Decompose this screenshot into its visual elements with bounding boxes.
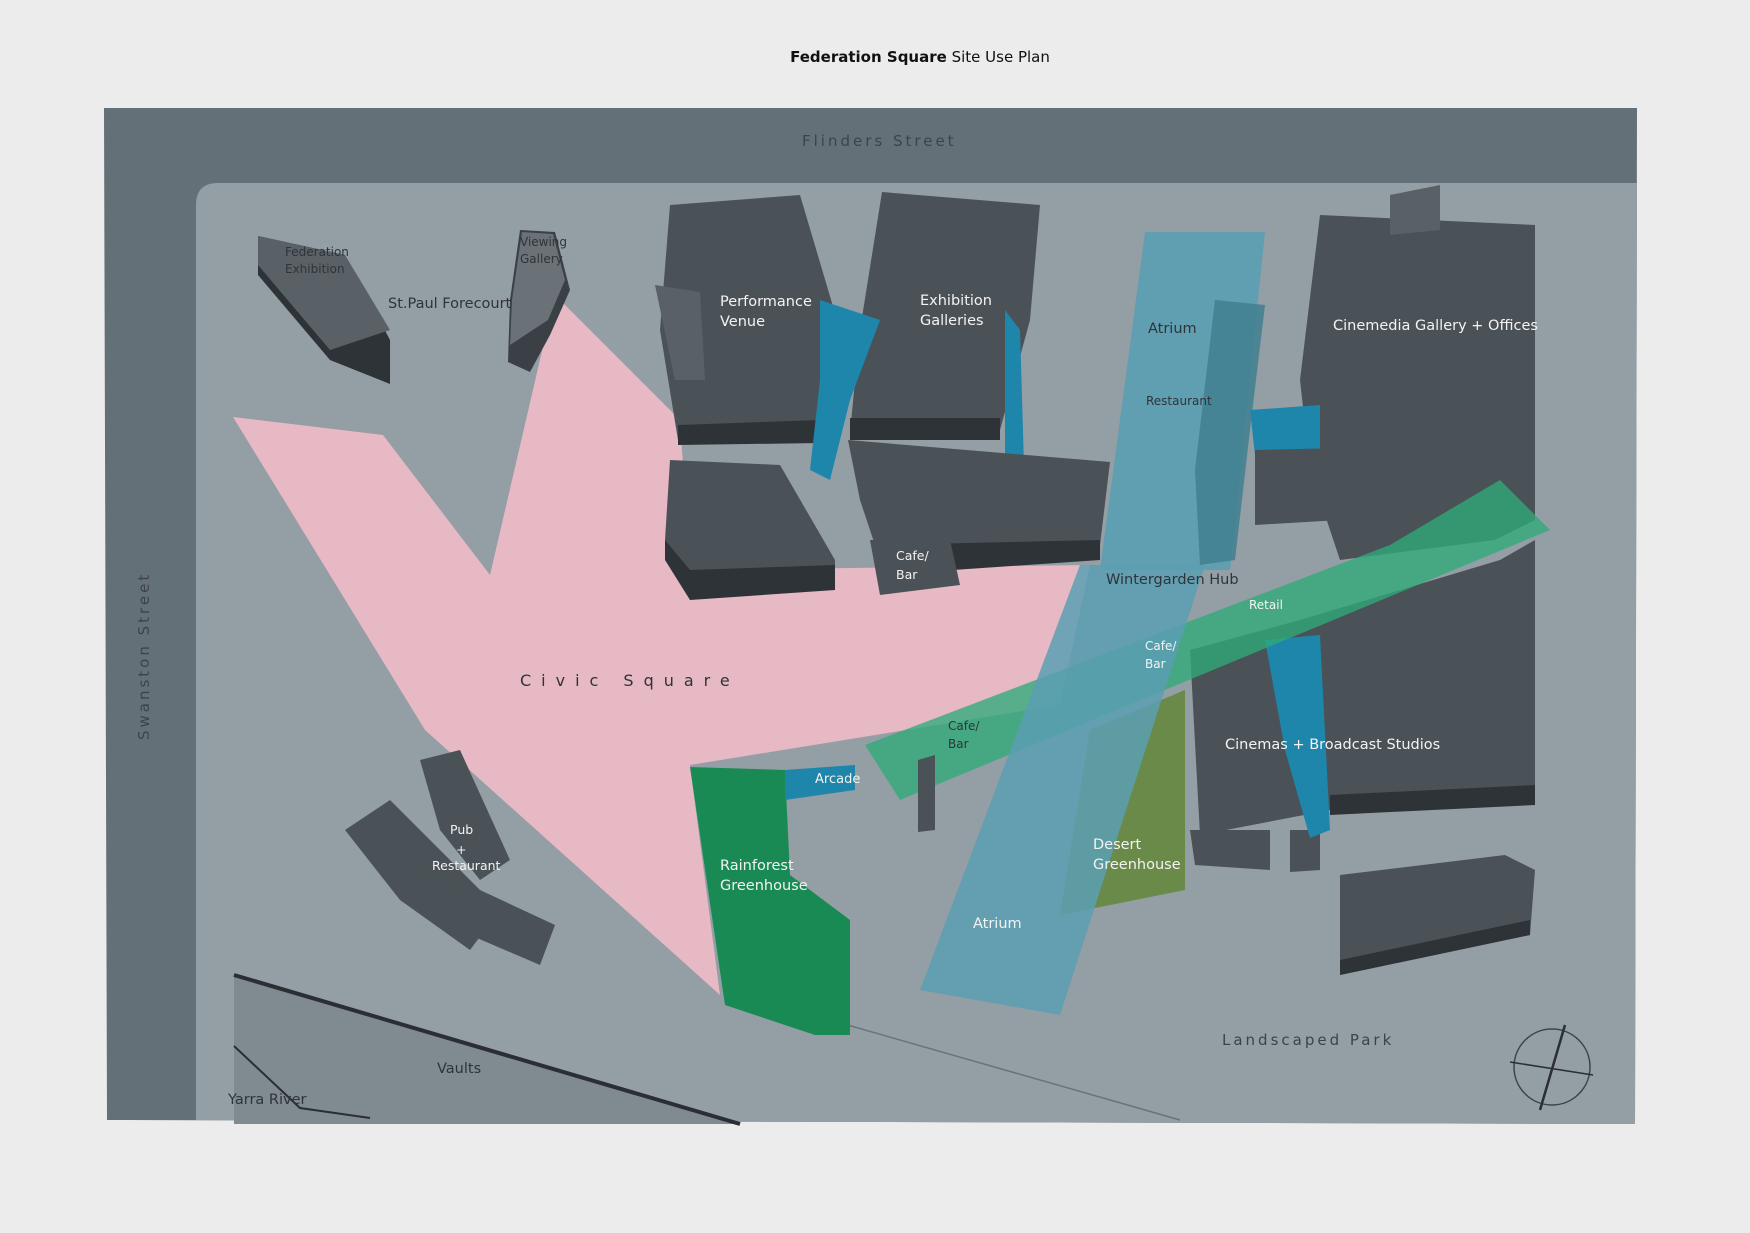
vaults-label: Vaults [437, 1061, 481, 1077]
retail-label: Retail [1249, 598, 1283, 612]
cafe-bar-3-label-1: Cafe/ [948, 719, 980, 733]
civic-square-label: Civic Square [520, 671, 740, 690]
viewing-gallery-label-1: Viewing [520, 235, 567, 249]
landscaped-park-label: Landscaped Park [1222, 1031, 1394, 1049]
performance-venue-label-2: Venue [720, 314, 765, 330]
st-paul-label: St.Paul Forecourt [388, 296, 512, 312]
blue-link-4 [1265, 635, 1330, 838]
compass-icon [1509, 1024, 1594, 1111]
rainforest-label-2: Greenhouse [720, 878, 808, 894]
atrium-south [920, 565, 1205, 1015]
cinemas-building [1190, 540, 1535, 835]
exhibition-galleries-label-2: Galleries [920, 313, 984, 329]
pub-label-3: Restaurant [432, 858, 501, 873]
atrium-south-label: Atrium [973, 916, 1022, 932]
arcade-link [785, 765, 855, 800]
cinemedia-building [1300, 215, 1535, 560]
perf-annex [655, 285, 705, 380]
cinemedia-tower [1390, 185, 1440, 235]
performance-venue-side [678, 420, 820, 445]
building-south-east [1340, 855, 1535, 975]
performance-venue-building [660, 195, 840, 440]
viewing-gallery-top [510, 232, 565, 345]
cafe-bar-2-label-2: Bar [1145, 657, 1166, 671]
riverbank-line [233, 973, 741, 1126]
rainforest-label-1: Rainforest [720, 858, 794, 874]
cinemas-small-2 [1290, 830, 1320, 872]
desert-label-1: Desert [1093, 837, 1142, 853]
exhibition-galleries-label-1: Exhibition [920, 293, 992, 309]
cinemas-side [1330, 785, 1535, 815]
wintergarden-hub-label: Wintergarden Hub [1106, 572, 1239, 588]
cafe-bar-1-building [870, 540, 960, 595]
federation-exhibition-label-2: Exhibition [285, 262, 345, 276]
pub-building-1 [420, 750, 510, 880]
page-title: Federation Square Site Use Plan [0, 48, 1750, 66]
pub-label-1: Pub [450, 822, 473, 837]
civic-square [233, 295, 1090, 995]
performance-venue-label-1: Performance [720, 294, 812, 310]
exhibition-galleries-building [850, 192, 1040, 432]
cinemas-label: Cinemas + Broadcast Studios [1225, 737, 1440, 753]
rainforest-greenhouse [690, 767, 850, 1035]
flinders-street-label: Flinders Street [802, 132, 957, 150]
blue-link-3 [1250, 405, 1320, 455]
cafe-bar-1-label-2: Bar [896, 567, 918, 582]
cafe-bar-2-label-1: Cafe/ [1145, 639, 1177, 653]
riverbank-line-2 [233, 1045, 371, 1119]
cinemedia-label: Cinemedia Gallery + Offices [1333, 318, 1538, 334]
viewing-gallery-label-2: Gallery [520, 252, 563, 266]
restaurant-block [1195, 300, 1265, 565]
building-mid-left [665, 460, 835, 595]
cafe-bar-3-label-2: Bar [948, 737, 969, 751]
cinemas-small-1 [1190, 830, 1270, 870]
swanston-street-label: Swanston Street [135, 572, 153, 740]
building-between [1255, 448, 1340, 525]
federation-exhibition-label-1: Federation [285, 245, 349, 259]
cafe-bar-1-label-1: Cafe/ [896, 548, 929, 563]
pub-label-2: + [456, 842, 466, 857]
title-normal: Site Use Plan [951, 48, 1050, 66]
arcade-building [918, 755, 935, 832]
exhibition-galleries-side [850, 418, 1000, 440]
blue-link-1 [810, 300, 880, 480]
desert-label-2: Greenhouse [1093, 857, 1181, 873]
building-mid [848, 440, 1110, 560]
building-mid-left-side [665, 540, 835, 600]
arcade-label: Arcade [815, 772, 860, 787]
federation-exhibition-top [258, 236, 390, 350]
restaurant-label: Restaurant [1146, 394, 1212, 408]
blue-link-2 [1005, 310, 1025, 500]
pub-building-3 [420, 870, 555, 965]
building-south-east-side [1340, 920, 1530, 975]
atrium-north-label: Atrium [1148, 321, 1197, 337]
title-bold: Federation Square [790, 48, 947, 66]
yarra-river-label: Yarra River [227, 1092, 307, 1108]
